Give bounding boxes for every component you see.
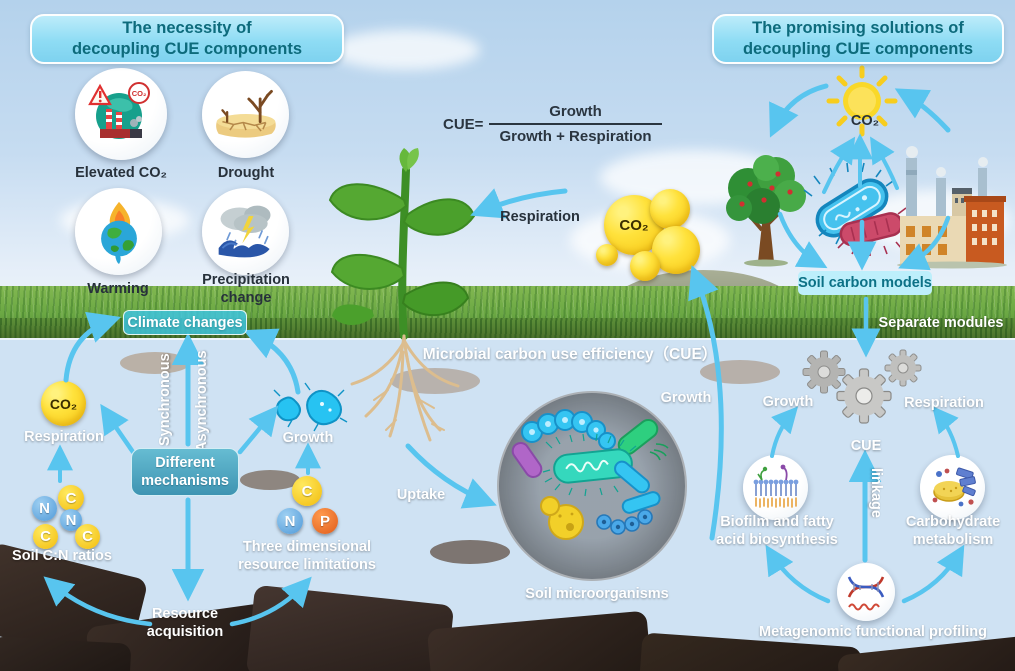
- drought-icon: [215, 89, 276, 138]
- carbohydrate-label: Carbohydrate metabolism: [905, 514, 1001, 548]
- formula-lhs: CUE=: [443, 115, 484, 133]
- metagenomic-label: Metagenomic functional profiling: [759, 624, 987, 640]
- growth-left-label: Growth: [282, 430, 334, 446]
- carbon-chip: C: [292, 476, 322, 506]
- carbon-chip: C: [33, 524, 58, 549]
- phosphorus-chip: P: [312, 508, 338, 534]
- metagenomic-circle: [837, 563, 895, 621]
- co2-bubble: [650, 189, 690, 229]
- precipitation-circle: [202, 188, 289, 275]
- uptake-label: Uptake: [396, 487, 446, 503]
- separate-modules-label: Separate modules: [878, 315, 1004, 331]
- biofilm-icon: [753, 464, 798, 508]
- formula-denominator: Growth + Respiration: [489, 123, 662, 145]
- cloud: [330, 30, 480, 70]
- cloud: [860, 190, 1010, 250]
- formula-numerator: Growth: [549, 103, 602, 120]
- respiration-right-label: Respiration: [904, 395, 984, 411]
- carbohydrate-icon: [932, 467, 976, 506]
- soil-microorganisms-label: Soil microorganisms: [525, 586, 669, 602]
- asynchronous-label: Asynchronous: [194, 350, 210, 452]
- warming-icon: [100, 201, 137, 264]
- right-title-line2: decoupling CUE components: [742, 40, 974, 58]
- synchronous-label: Synchronous: [157, 353, 173, 446]
- right-title-box: The promising solutions of decoupling CU…: [712, 14, 1004, 64]
- stone: [430, 540, 510, 564]
- linkage-label: linkage: [868, 468, 884, 518]
- nitrogen-chip: N: [60, 509, 82, 531]
- elevated-co2-circle: CO₂: [75, 68, 167, 160]
- warming-circle: [75, 188, 162, 275]
- co2-badge-text: CO₂: [132, 89, 147, 98]
- cue-formula: CUE= Growth Growth + Respiration: [443, 103, 662, 145]
- precipitation-change-icon: [218, 205, 271, 257]
- nitrogen-chip: N: [277, 508, 303, 534]
- left-title-line1: The necessity of: [122, 19, 252, 37]
- stone: [240, 470, 300, 490]
- biofilm-circle: [743, 455, 808, 520]
- precipitation-label: Precipitation change: [202, 272, 290, 306]
- warming-label: Warming: [87, 281, 149, 297]
- co2-bubble: [596, 244, 618, 266]
- co2-bubble-left: CO₂: [41, 381, 86, 426]
- biofilm-label: Biofilm and fatty acid biosynthesis: [716, 514, 838, 548]
- soil-carbon-models-badge: Soil carbon models: [798, 271, 932, 295]
- drought-circle: [202, 71, 289, 158]
- co2-sun-label: CO₂: [850, 113, 880, 129]
- climate-changes-badge: Climate changes: [123, 310, 247, 335]
- co2-bubble: [630, 251, 660, 281]
- stone: [120, 352, 190, 374]
- dna-icon: [847, 576, 885, 611]
- right-title-line1: The promising solutions of: [752, 19, 964, 37]
- resource-acquisition-label: Resource acquisition: [146, 606, 224, 640]
- soil-microorganisms-circle: [497, 391, 687, 581]
- carbon-chip: C: [58, 485, 84, 511]
- growth-center-label: Growth: [660, 390, 712, 406]
- stone: [390, 368, 480, 394]
- growth-right-label: Growth: [762, 394, 814, 410]
- respiration-sky-label: Respiration: [500, 209, 580, 225]
- left-title-line2: decoupling CUE components: [71, 40, 303, 58]
- cue-right-label: CUE: [850, 438, 882, 454]
- nitrogen-chip: N: [32, 496, 57, 521]
- carbohydrate-circle: [920, 455, 985, 520]
- drought-label: Drought: [217, 165, 275, 181]
- carbon-chip: C: [75, 524, 100, 549]
- soil-cn-ratios-label: Soil C:N ratios: [12, 548, 112, 564]
- three-dimensional-label: Three dimensional resource limitations: [238, 539, 376, 573]
- elevated-co2-icon: CO₂: [88, 82, 150, 139]
- different-mechanisms-box: Different mechanisms: [131, 448, 239, 496]
- elevated-co2-label: Elevated CO₂: [75, 165, 167, 181]
- left-title-box: The necessity of decoupling CUE componen…: [30, 14, 344, 64]
- microbial-cue-label: Microbial carbon use efficiency（CUE）: [422, 346, 718, 363]
- respiration-left-label: Respiration: [24, 429, 104, 445]
